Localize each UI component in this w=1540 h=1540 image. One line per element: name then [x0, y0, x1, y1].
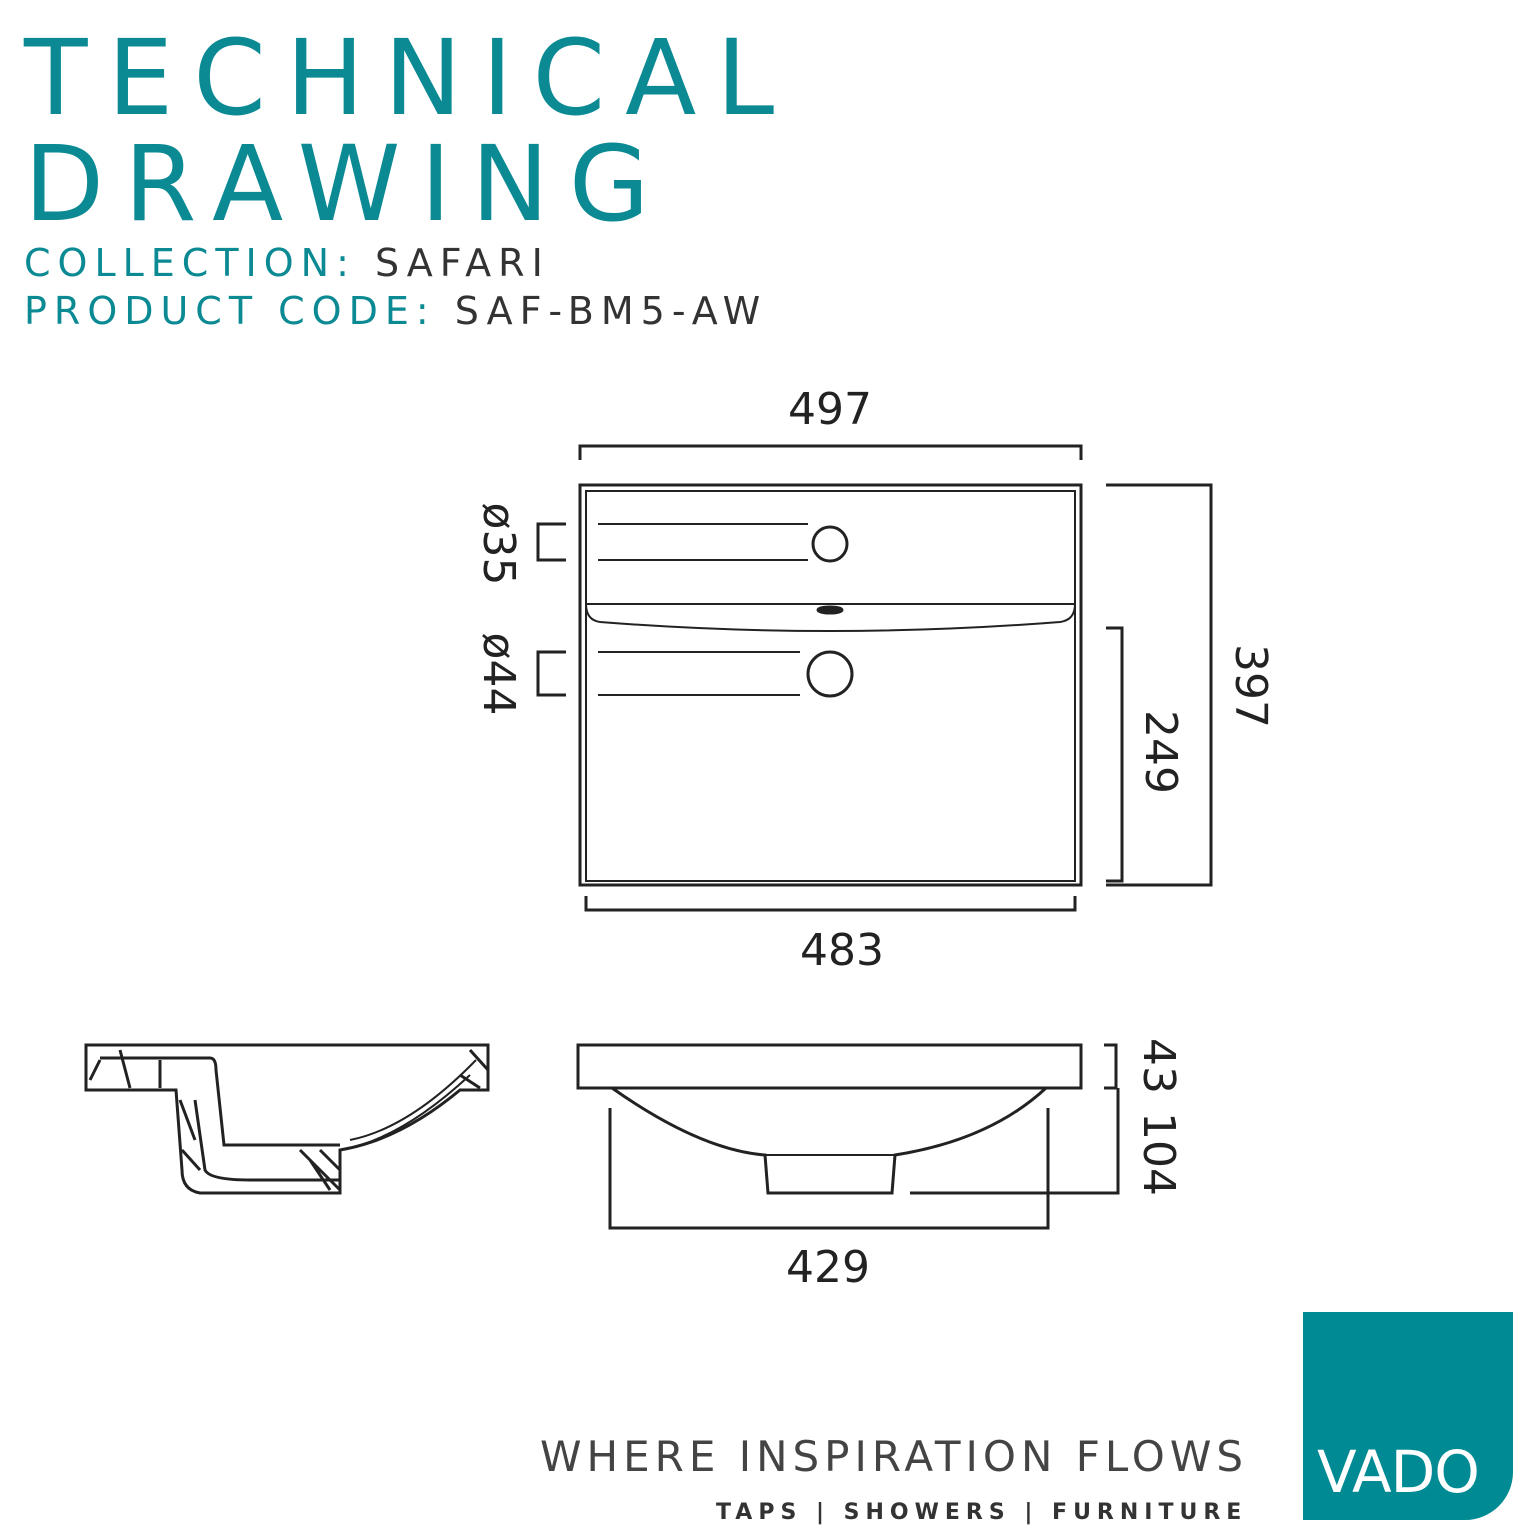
dim-line-429: [608, 1108, 1050, 1230]
collection-value: SAFARI: [374, 241, 550, 285]
plan-view: [536, 444, 1213, 912]
title-line-1: TECHNICAL: [24, 17, 795, 139]
basin-inner-outline: [585, 490, 1076, 882]
basin-outline: [578, 483, 1083, 887]
dim-397: 397: [1225, 644, 1276, 728]
dim-line-397: [1106, 483, 1213, 887]
dim-104: 104: [1133, 1112, 1184, 1196]
vado-logo: VADO: [1303, 1312, 1513, 1520]
collection-label: COLLECTION:: [24, 241, 356, 285]
dim-249: 249: [1135, 710, 1186, 794]
logo-text: VADO: [1317, 1438, 1480, 1506]
bowl-edge: [585, 603, 1077, 632]
dim-tap-hole: ø35: [473, 503, 524, 586]
waste-hole: [806, 650, 854, 698]
overflow-slot: [816, 605, 844, 615]
product-code-row: PRODUCT CODE: SAF-BM5-AW: [24, 292, 767, 330]
product-code-label: PRODUCT CODE:: [24, 289, 436, 333]
dim-line-497: [578, 444, 1083, 460]
tap-hole: [811, 525, 849, 563]
dim-429: 429: [786, 1242, 870, 1293]
front-view: [576, 1043, 1120, 1230]
dim-line-43: [1104, 1043, 1118, 1090]
dim-line-483: [584, 896, 1077, 912]
title-line-2: DRAWING: [24, 123, 670, 245]
section-view: [84, 1043, 490, 1195]
dim-43: 43: [1133, 1038, 1184, 1094]
dim-497: 497: [788, 384, 872, 435]
dim-waste-hole: ø44: [473, 633, 524, 716]
product-code-value: SAF-BM5-AW: [454, 289, 768, 333]
tagline-subline: TAPS | SHOWERS | FURNITURE: [716, 1500, 1248, 1525]
tagline: WHERE INSPIRATION FLOWS: [540, 1432, 1249, 1481]
dim-483: 483: [800, 925, 884, 976]
dim-line-104: [910, 1088, 1120, 1195]
dim-line-249: [1106, 626, 1124, 883]
collection-row: COLLECTION: SAFARI: [24, 244, 550, 282]
